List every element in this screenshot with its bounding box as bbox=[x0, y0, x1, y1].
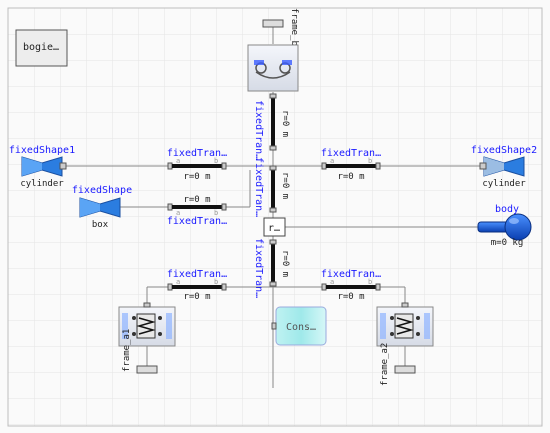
fixedtran-top-left-r: r=0 m bbox=[183, 172, 210, 182]
top-joint-block[interactable] bbox=[247, 44, 299, 92]
fixedtran-vert-mid[interactable]: fixedTran… r=0 m bbox=[253, 157, 290, 217]
fixedtran-mid-left-r: r=0 m bbox=[183, 195, 210, 205]
fixedtran-top-left-port-b: b bbox=[214, 157, 218, 165]
fixedtran-vert-low-r: r=0 m bbox=[280, 250, 290, 277]
fixedtran-mid-left-name: fixedTran… bbox=[167, 216, 227, 227]
fixedtran-low-right-port-b: b bbox=[368, 278, 372, 286]
wheel-a1-block[interactable] bbox=[118, 302, 176, 347]
cons-label: Cons… bbox=[286, 322, 316, 333]
frame-b-connector[interactable]: frame_b bbox=[262, 8, 299, 46]
fixedtran-mid-left[interactable]: r=0 m a b fixedTran… bbox=[167, 195, 227, 227]
wheel-a2-block[interactable] bbox=[376, 302, 434, 347]
fixedtran-vert-upper[interactable]: fixedTran… r=0 m bbox=[253, 93, 290, 160]
fixedtran-low-left-r: r=0 m bbox=[183, 292, 210, 302]
bogie-block[interactable]: bogie… bbox=[15, 29, 68, 67]
body-name: body bbox=[495, 204, 519, 215]
fixedtran-vert-low-name: fixedTran… bbox=[253, 238, 264, 298]
fixedtran-top-right-port-b: b bbox=[368, 157, 372, 165]
frame-a2-label: frame_a2 bbox=[380, 343, 390, 386]
fixedtran-low-right-port-a: a bbox=[330, 278, 334, 286]
fixedtran-top-left-port-a: a bbox=[176, 157, 180, 165]
body-mass: m=0 kg bbox=[491, 238, 524, 248]
fixedtran-low-right[interactable]: fixedTran… a b r=0 m bbox=[321, 269, 381, 302]
fixedtran-top-right-port-a: a bbox=[330, 157, 334, 165]
fixedshape1-block[interactable]: fixedShape1 cylinder bbox=[9, 145, 75, 189]
r-block-label: r… bbox=[268, 223, 280, 234]
fixedtran-vert-upper-name: fixedTran… bbox=[253, 100, 264, 160]
fixedtran-vert-upper-r: r=0 m bbox=[280, 110, 290, 137]
fixedtran-mid-left-port-a: a bbox=[176, 209, 180, 217]
fixedtran-low-left-port-a: a bbox=[176, 278, 180, 286]
fixedshape-box-block[interactable]: fixedShape box bbox=[72, 185, 132, 230]
fixedtran-vert-mid-name: fixedTran… bbox=[253, 157, 264, 217]
fixedtran-top-right-name: fixedTran… bbox=[321, 148, 381, 159]
fixedshape-box-name: fixedShape bbox=[72, 185, 132, 196]
bogie-label: bogie… bbox=[23, 42, 59, 53]
fixedtran-vert-low[interactable]: fixedTran… r=0 m bbox=[253, 238, 290, 298]
fixedtran-vert-mid-r: r=0 m bbox=[280, 172, 290, 199]
body-block[interactable]: body m=0 kg bbox=[477, 204, 532, 248]
fixedtran-low-right-r: r=0 m bbox=[337, 292, 364, 302]
fixedtran-low-left[interactable]: fixedTran… a b r=0 m bbox=[167, 269, 227, 302]
frame-b-label: frame_b bbox=[289, 8, 299, 46]
frame-a1-connector[interactable]: frame_a1 bbox=[122, 329, 158, 374]
fixedshape2-name: fixedShape2 bbox=[471, 145, 537, 156]
fixedtran-top-left[interactable]: fixedTran… a b r=0 m bbox=[167, 148, 227, 182]
fixedshape2-shape: cylinder bbox=[482, 179, 526, 189]
cons-block[interactable]: Cons… bbox=[271, 306, 327, 346]
fixedshape1-name: fixedShape1 bbox=[9, 145, 75, 156]
fixedshape-box-shape: box bbox=[92, 220, 109, 230]
fixedtran-mid-left-port-b: b bbox=[214, 209, 218, 217]
frame-a2-connector[interactable]: frame_a2 bbox=[380, 343, 416, 386]
fixedtran-top-right[interactable]: fixedTran… a b r=0 m bbox=[321, 148, 381, 182]
fixedtran-low-left-port-b: b bbox=[214, 278, 218, 286]
fixedshape2-block[interactable]: fixedShape2 cylinder bbox=[471, 145, 537, 189]
fixedtran-low-left-name: fixedTran… bbox=[167, 269, 227, 280]
r-block[interactable]: r… bbox=[263, 217, 286, 237]
fixedshape1-shape: cylinder bbox=[20, 179, 64, 189]
fixedtran-low-right-name: fixedTran… bbox=[321, 269, 381, 280]
fixedtran-top-left-name: fixedTran… bbox=[167, 148, 227, 159]
fixedtran-top-right-r: r=0 m bbox=[337, 172, 364, 182]
frame-a1-label: frame_a1 bbox=[122, 329, 132, 372]
